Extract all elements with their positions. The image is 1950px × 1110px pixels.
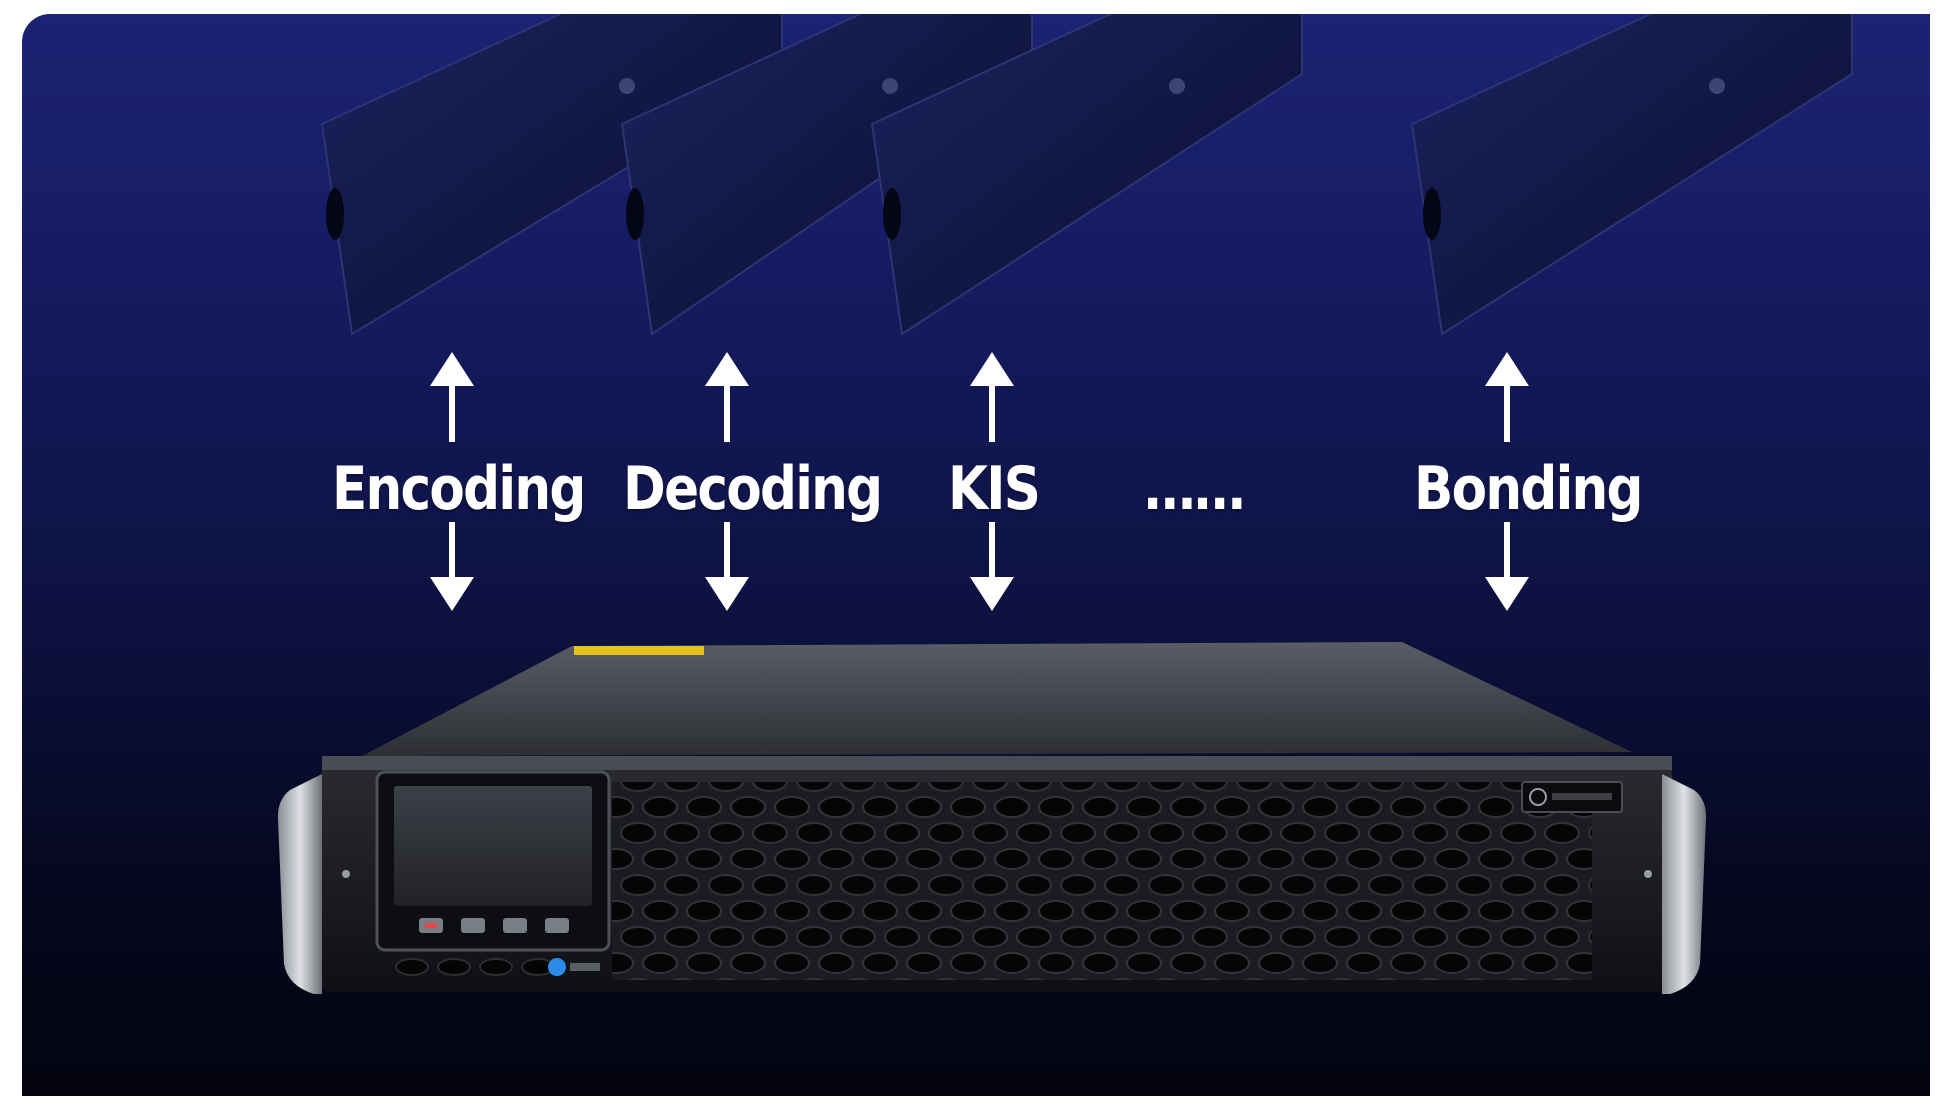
front-panel-button-icon [461, 918, 485, 933]
blade-card-icon [620, 14, 1033, 336]
lcd-screen-icon [394, 786, 592, 906]
encoding-label: Encoding [332, 454, 586, 524]
bonding-label: Bonding [1414, 454, 1643, 524]
decoding-label: Decoding [623, 454, 883, 524]
front-panel-button-icon [545, 918, 569, 933]
ellipsis-label: …… [1144, 454, 1245, 524]
blade-card-icon [320, 14, 783, 336]
bidirectional-arrow-icon [430, 352, 474, 611]
bidirectional-arrow-icon [705, 352, 749, 611]
blade-card-icon [1410, 14, 1853, 336]
kis-label: KIS [948, 454, 1041, 524]
front-panel-button-icon [503, 918, 527, 933]
scene [277, 14, 1853, 994]
bidirectional-arrow-icon [1485, 352, 1529, 611]
bidirectional-arrow-icon [970, 352, 1014, 611]
brand-logo-icon [548, 958, 600, 976]
blade-card-icon [870, 14, 1303, 336]
rack-server-icon [277, 642, 1707, 994]
image-frame: Encoding Decoding KIS …… Bonding [22, 14, 1930, 1096]
accent-stripe [574, 646, 704, 655]
